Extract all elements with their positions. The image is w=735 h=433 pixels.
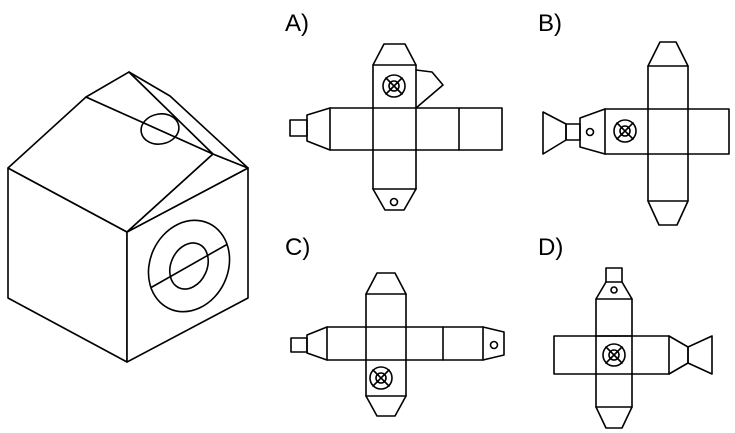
target-icon bbox=[613, 119, 637, 143]
net-option-c bbox=[290, 272, 505, 417]
option-b-label[interactable]: B) bbox=[538, 10, 562, 37]
option-d-label[interactable]: D) bbox=[538, 234, 564, 261]
net-a-left-tab bbox=[306, 107, 331, 151]
net-c-right-tab bbox=[482, 326, 505, 361]
roof-hole-icon bbox=[140, 113, 180, 145]
solid-right-roof bbox=[128, 71, 249, 169]
net-c-top-tab bbox=[365, 272, 407, 328]
target-icon bbox=[382, 74, 406, 98]
net-b-top-tab bbox=[647, 41, 689, 110]
target-symbol-3d bbox=[147, 219, 231, 313]
net-d-top-tab bbox=[595, 281, 633, 337]
net-a-side-tab bbox=[415, 69, 444, 109]
option-c-label[interactable]: C) bbox=[285, 234, 311, 261]
net-option-b bbox=[542, 41, 730, 226]
net-a-top-tab bbox=[372, 43, 417, 109]
option-a-label[interactable]: A) bbox=[285, 10, 309, 37]
net-d-right-tab bbox=[668, 335, 689, 375]
target-icon bbox=[369, 366, 393, 390]
net-option-d bbox=[553, 267, 713, 429]
net-c-left-tab bbox=[306, 326, 328, 361]
target-icon bbox=[602, 343, 626, 367]
net-option-a bbox=[289, 43, 503, 211]
net-b-left-tab bbox=[579, 108, 606, 155]
reference-solid bbox=[7, 71, 249, 363]
